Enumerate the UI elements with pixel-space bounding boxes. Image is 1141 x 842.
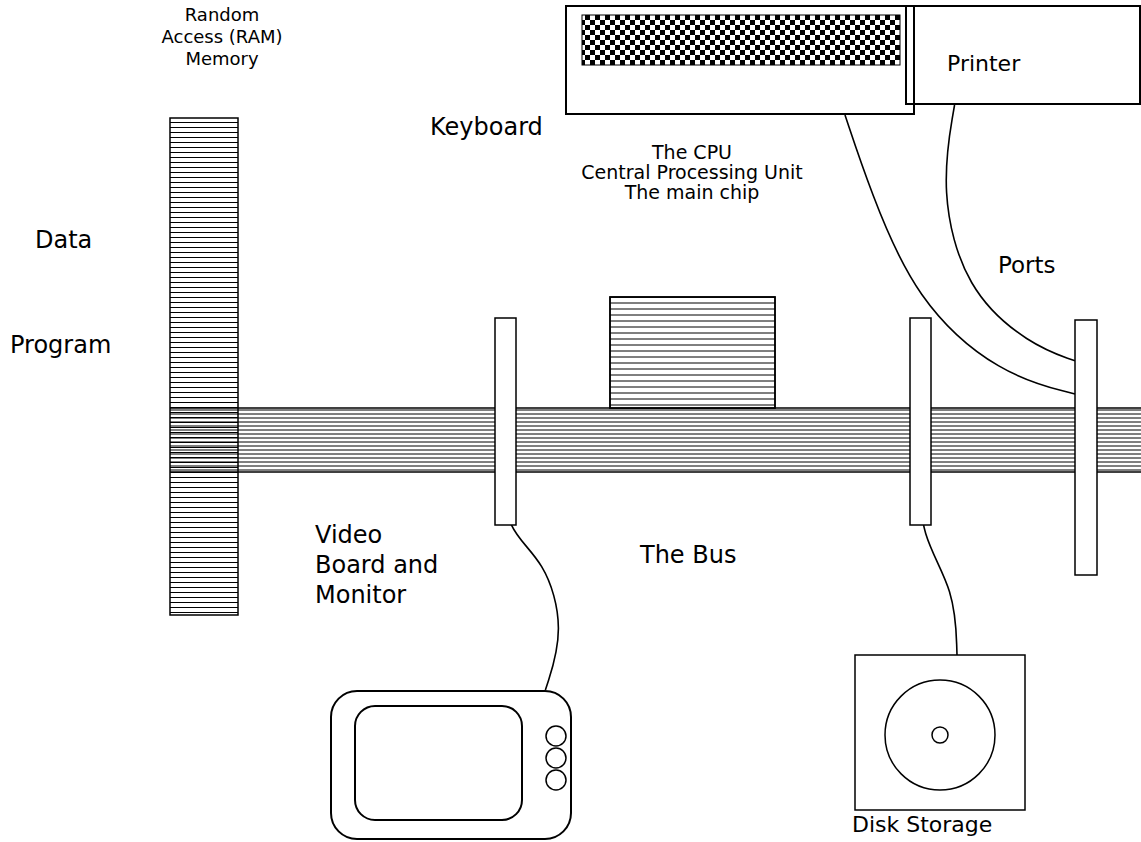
node-label: Video Board and Monitor bbox=[315, 520, 557, 610]
node-label: Keyboard bbox=[430, 113, 776, 141]
cpu-chip-ground bbox=[610, 297, 775, 408]
cable bbox=[946, 105, 1075, 361]
disk-platter bbox=[885, 680, 995, 790]
cpu-chip-node: The CPU Central Processing Unit The main… bbox=[610, 297, 775, 408]
node-label: Disk Storage bbox=[852, 812, 1022, 838]
cable bbox=[845, 115, 1075, 394]
monitor-knob bbox=[546, 770, 566, 790]
bus-lines bbox=[170, 408, 1141, 472]
node-label: Ports bbox=[998, 251, 1020, 279]
keyboard-box: Keyboard bbox=[565, 5, 915, 115]
disk-node: Disk Storage bbox=[855, 655, 1025, 810]
disk-slot bbox=[910, 318, 931, 525]
ports-slot-node: Ports bbox=[1075, 320, 1097, 575]
memory-area-label: Program bbox=[10, 331, 111, 359]
ports-slot bbox=[1075, 320, 1097, 575]
monitor-node: Video Board and Monitor bbox=[330, 690, 572, 840]
memory-area-label: Data bbox=[35, 226, 92, 254]
disk-drive bbox=[855, 655, 1025, 810]
node-label: The CPU Central Processing Unit The main… bbox=[542, 142, 842, 202]
node-label: Printer bbox=[947, 50, 1141, 78]
node-label: Random Access (RAM) Memory bbox=[132, 4, 312, 70]
cpu-chip bbox=[610, 297, 775, 408]
monitor-knob bbox=[546, 748, 566, 768]
node-label: The Bus bbox=[640, 541, 1141, 569]
bus-edge bbox=[170, 471, 1141, 473]
monitor-case bbox=[331, 691, 571, 839]
printer-box: Printer bbox=[905, 5, 1141, 105]
disk-hub bbox=[932, 727, 948, 743]
video-slot bbox=[495, 318, 516, 525]
keyboard-keys bbox=[582, 15, 900, 65]
ram-chips bbox=[170, 118, 238, 615]
monitor-screen bbox=[355, 706, 522, 820]
memory-block: Random Access (RAM) Memory bbox=[170, 118, 238, 615]
bus-band: The Bus bbox=[170, 408, 1141, 472]
monitor-knob bbox=[546, 726, 566, 746]
